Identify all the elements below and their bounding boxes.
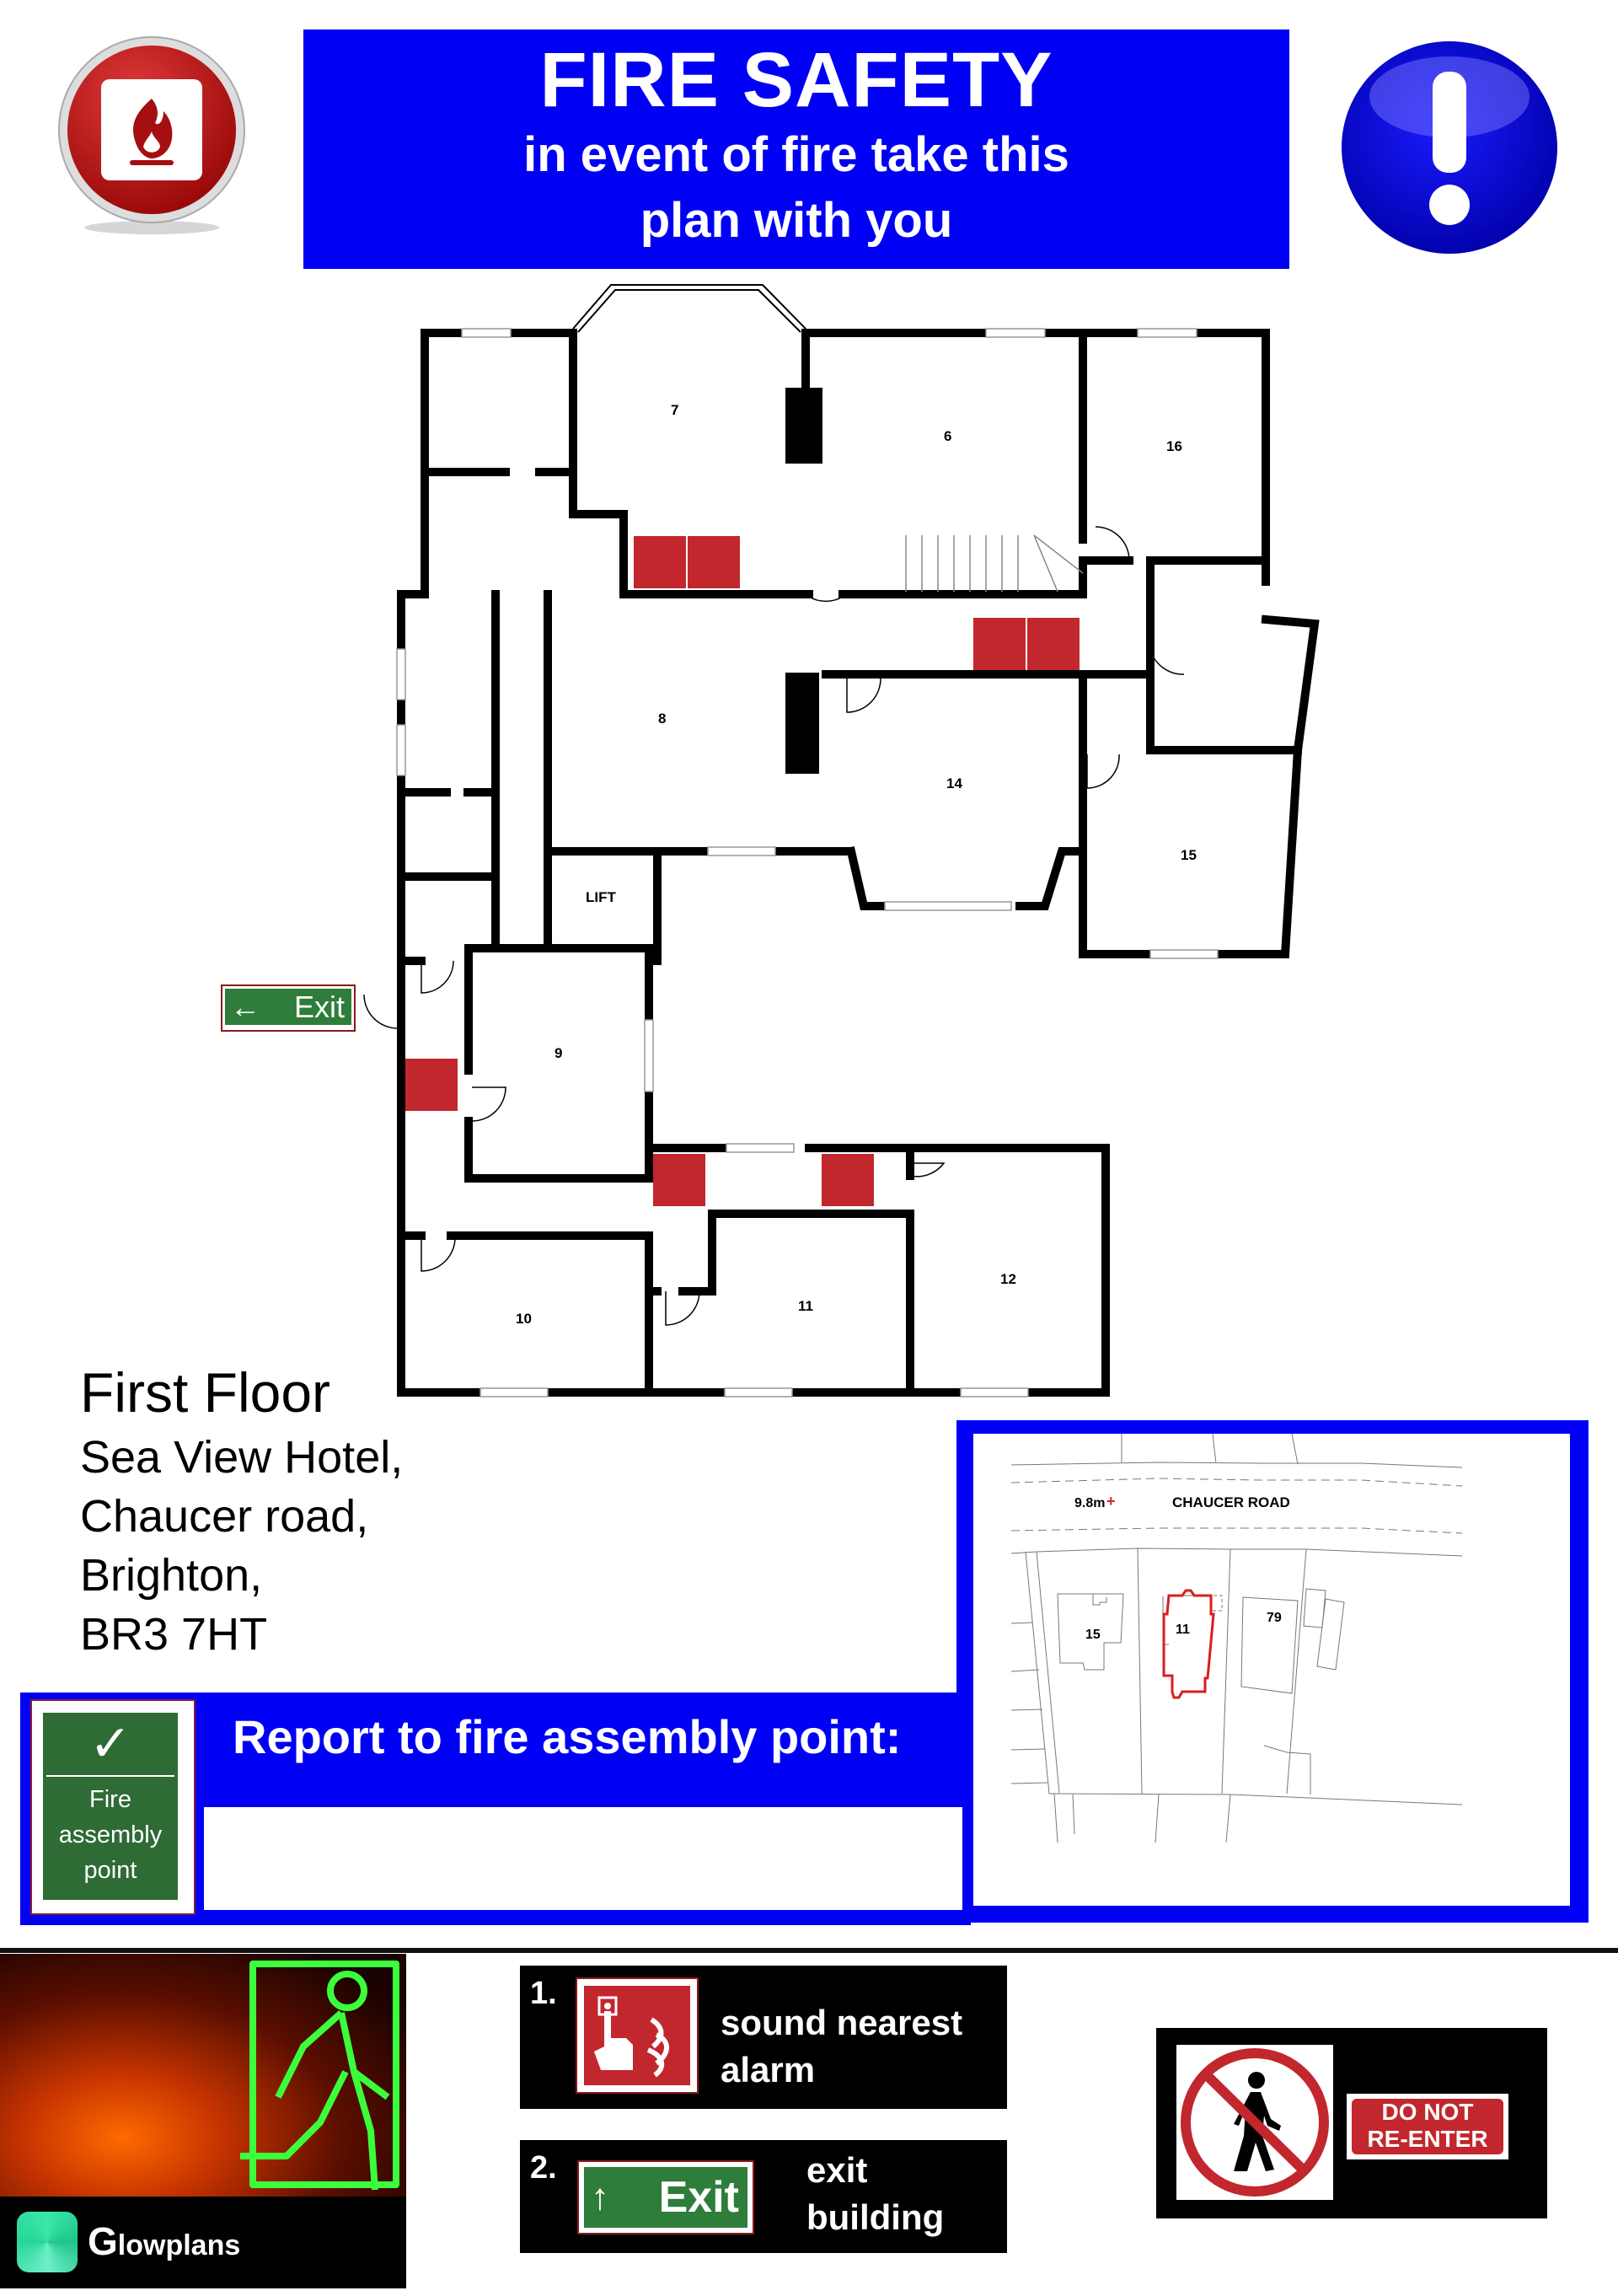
step-text-line: alarm bbox=[721, 2050, 816, 2089]
brand-initial: G bbox=[88, 2219, 118, 2263]
benchmark-cross-icon: + bbox=[1106, 1493, 1116, 1510]
room-label-11: 11 bbox=[798, 1298, 813, 1314]
plot-label-11: 11 bbox=[1176, 1623, 1190, 1637]
fire-alarm-sign bbox=[1027, 618, 1080, 670]
room-label-lift: LIFT bbox=[586, 889, 616, 905]
brand-logo: Glowplans bbox=[0, 2197, 406, 2296]
assembly-point-field[interactable] bbox=[204, 1807, 962, 1910]
step-sound-alarm: 1. sound nearest alarm bbox=[520, 1966, 1007, 2109]
title-banner: FIRE SAFETY in event of fire take this p… bbox=[303, 30, 1289, 269]
assembly-point-sign: ✓ Fire assembly point bbox=[30, 1699, 196, 1915]
address-line: Chaucer road, bbox=[80, 1491, 369, 1542]
assembly-point-panel: ✓ Fire assembly point Report to fire ass… bbox=[20, 1692, 971, 1925]
assembly-title: Report to fire assembly point: bbox=[233, 1710, 902, 1763]
sign-text: Fire bbox=[89, 1786, 131, 1813]
floor-plan: 7 6 16 8 14 15 LIFT 9 10 11 12 ← Exit bbox=[221, 284, 1320, 1397]
plot-label-15: 15 bbox=[1085, 1628, 1101, 1642]
address-block: First Floor Sea View Hotel, Chaucer road… bbox=[80, 1357, 403, 1664]
exit-sign: ← Exit bbox=[221, 984, 356, 1032]
do-not-reenter-sign: DO NOT RE-ENTER bbox=[1156, 2028, 1547, 2218]
exit-sign: ↑ Exit bbox=[577, 2160, 754, 2234]
room-label-6: 6 bbox=[944, 428, 952, 444]
fire-alarm-sign bbox=[634, 536, 686, 588]
road-name-label: CHAUCER ROAD bbox=[1172, 1494, 1290, 1510]
no-pedestrian-icon bbox=[1176, 2045, 1333, 2200]
elevation-label: 9.8m bbox=[1074, 1496, 1106, 1510]
fire-alarm-sign bbox=[405, 1059, 458, 1111]
reenter-line: DO NOT bbox=[1381, 2099, 1474, 2125]
step-exit-building: 2. ↑ Exit exit building bbox=[520, 2140, 1007, 2253]
footer-divider bbox=[0, 1948, 1618, 1953]
exclamation-icon bbox=[1338, 38, 1561, 257]
fire-alarm-sign bbox=[822, 1154, 874, 1206]
room-label-16: 16 bbox=[1166, 438, 1182, 454]
room-label-14: 14 bbox=[946, 775, 962, 791]
fire-extinguisher-sign bbox=[653, 1154, 705, 1206]
room-label-8: 8 bbox=[658, 711, 667, 727]
plot-label-79: 79 bbox=[1267, 1611, 1282, 1625]
sign-text: assembly bbox=[58, 1821, 163, 1848]
brand-name: lowplans bbox=[117, 2229, 241, 2261]
room-label-7: 7 bbox=[671, 402, 679, 418]
address-line: Sea View Hotel, bbox=[80, 1432, 404, 1483]
fire-warning-icon bbox=[52, 35, 251, 234]
reenter-warning-label: DO NOT RE-ENTER bbox=[1347, 2094, 1508, 2159]
step-text-line: exit bbox=[806, 2150, 868, 2190]
reenter-line: RE-ENTER bbox=[1367, 2126, 1488, 2152]
step-number: 1. bbox=[530, 1976, 557, 2011]
step-text-line: building bbox=[806, 2197, 945, 2237]
sign-text: point bbox=[83, 1857, 137, 1884]
room-label-9: 9 bbox=[555, 1045, 563, 1061]
arrow-up-icon: ↑ bbox=[591, 2176, 609, 2218]
subtitle-line-1: in event of fire take this bbox=[523, 127, 1069, 182]
fire-extinguisher-sign bbox=[688, 536, 740, 588]
checkmark-icon: ✓ bbox=[88, 1715, 132, 1772]
fire-alarm-icon bbox=[576, 1977, 699, 2094]
exit-label: Exit bbox=[658, 2173, 739, 2222]
room-label-15: 15 bbox=[1181, 847, 1197, 863]
step-text-line: sound nearest bbox=[721, 2003, 963, 2042]
room-label-10: 10 bbox=[516, 1311, 532, 1327]
fire-extinguisher-sign bbox=[973, 618, 1026, 670]
address-line: BR3 7HT bbox=[80, 1609, 268, 1660]
shutter-logo-icon bbox=[17, 2212, 78, 2272]
address-line: Brighton, bbox=[80, 1550, 263, 1601]
arrow-left-icon: ← bbox=[230, 990, 260, 1024]
step-number: 2. bbox=[530, 2150, 557, 2186]
subtitle-line-2: plan with you bbox=[640, 193, 953, 248]
floor-name: First Floor bbox=[80, 1361, 330, 1424]
room-label-12: 12 bbox=[1000, 1271, 1016, 1287]
page-title: FIRE SAFETY bbox=[539, 37, 1053, 123]
location-map: 9.8m + CHAUCER ROAD 15 11 79 bbox=[956, 1420, 1589, 1923]
exit-label: Exit bbox=[293, 990, 345, 1024]
